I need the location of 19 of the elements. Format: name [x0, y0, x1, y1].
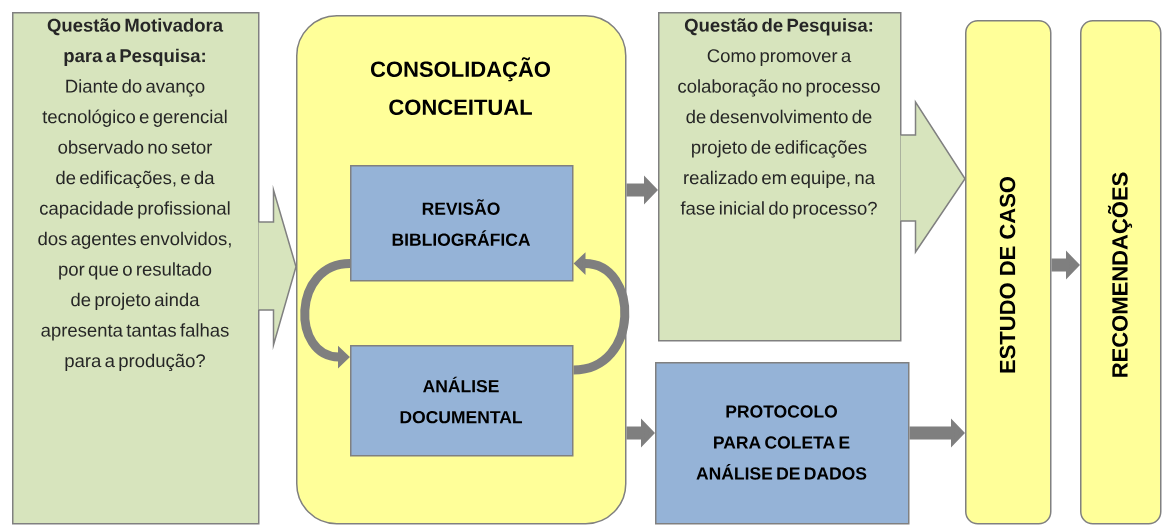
panel-title: CONSOLIDAÇÃO CONCEITUAL [370, 57, 550, 115]
callout-pointer [899, 99, 966, 255]
callout-pointer [257, 184, 297, 351]
question-heading: Questão de Pesquisa: [684, 18, 873, 36]
column-label: ESTUDO DE CASO [999, 176, 1016, 373]
question-text: Como promover a colaboração no processo de desenvolvimento de projeto de edificações realizado em equipe, na fase inicial do processo? [678, 49, 880, 219]
process-box [655, 362, 910, 525]
question-text: Diante do avanço tecnológico e gerencial observado no setor de edificações, e da capacidade profissional dos agentes envolvidos, por que o resultado de projeto ainda apresenta tantas falhas para a produção? [38, 79, 231, 372]
box-label: REVISÃO BIBLIOGRÁFICA [392, 199, 531, 246]
question-heading: Questão Motivadora para a Pesquisa: [47, 18, 224, 66]
callout-box [12, 12, 260, 525]
process-box [350, 345, 574, 457]
box-label: PROTOCOLO PARA COLETA E ANÁLISE DE DADOS [696, 405, 867, 480]
process-box [350, 165, 574, 282]
column-label: RECOMENDAÇÕES [1107, 172, 1133, 377]
callout-box [658, 12, 902, 342]
column-box [965, 20, 1052, 525]
column-box [1080, 20, 1162, 525]
box-label: ANÁLISE DOCUMENTAL [400, 376, 522, 424]
